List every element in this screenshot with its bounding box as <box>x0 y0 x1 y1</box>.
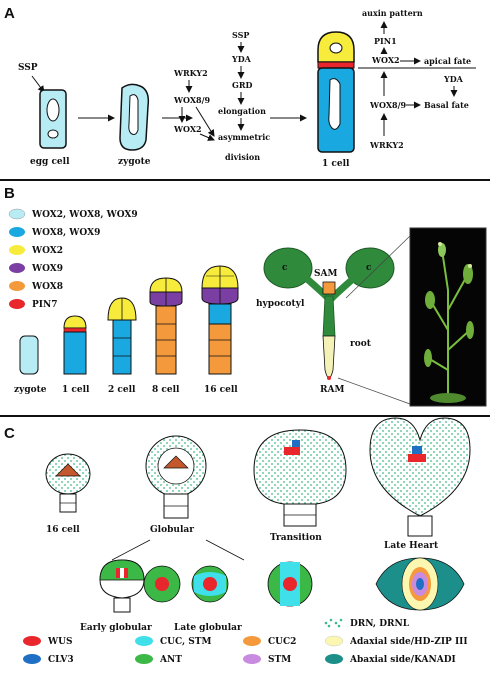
right-auxin-pattern: auxin pattern <box>362 8 423 18</box>
legend-b-label-3: WOX9 <box>31 264 63 274</box>
egg-cell-label: egg cell <box>30 157 70 167</box>
zygote-a <box>119 83 150 151</box>
embryo-c-late-heart <box>369 417 471 537</box>
transition-schematic <box>267 561 313 607</box>
sub-stage-0: Early globular <box>80 623 152 633</box>
embryo-c-16cell <box>45 453 91 513</box>
right-wox89: WOX8/9 <box>369 100 407 110</box>
legend-b-label-4: WOX8 <box>31 282 63 292</box>
legend-b-label-1: WOX8, WOX9 <box>31 228 100 238</box>
stage-c-1: Globular <box>150 525 194 535</box>
mid-division: division <box>225 152 260 162</box>
legend-c-label-5: ANT <box>159 655 182 665</box>
legend-c-label-2: CUC2 <box>268 637 296 647</box>
embryo-c-transition <box>253 429 347 527</box>
stage-b-3: 8 cell <box>152 385 180 395</box>
mid-wrky2: WRKY2 <box>173 68 208 78</box>
late-heart-schematic <box>375 557 465 611</box>
embryo-1cell <box>63 315 87 375</box>
mid-wox2: WOX2 <box>173 124 202 134</box>
sub-stage-1: Late globular <box>174 623 242 633</box>
legend-c-swatch-1 <box>135 636 153 646</box>
embryo-2cell <box>107 297 137 375</box>
early-globular-schematic <box>99 559 145 613</box>
stage-c-2: Transition <box>270 533 322 543</box>
late-globular-schematic <box>143 565 229 603</box>
mid-elongation: elongation <box>218 106 266 116</box>
legend-c-label-1: CUC, STM <box>160 637 211 647</box>
plant-photo <box>409 227 487 407</box>
legend-c-swatch-0 <box>23 636 41 646</box>
legend-c-swatch-5 <box>135 654 153 664</box>
stage-c-3: Late Heart <box>384 541 439 551</box>
legend-c-swatch-3 <box>324 618 343 628</box>
legend-c-swatch-2 <box>243 636 261 646</box>
ssp-left-label: SSP <box>18 63 38 73</box>
legend-c-label-8: Abaxial side/KANADI <box>349 655 456 665</box>
legend-b-label-2: WOX2 <box>31 246 63 256</box>
legend-c-label-0: WUS <box>47 637 72 647</box>
seedling-sam: SAM <box>314 269 337 279</box>
legend-c-swatch-7 <box>324 635 344 647</box>
stage-b-2: 2 cell <box>108 385 136 395</box>
legend-b-swatch-2 <box>9 245 25 255</box>
stage-c-0: 16 cell <box>46 525 80 535</box>
right-yda: YDA <box>443 74 464 84</box>
legend-b-swatch-3 <box>9 263 25 273</box>
one-cell-a <box>317 31 355 153</box>
legend-b-swatch-0 <box>8 208 26 220</box>
embryo-c-globular <box>145 435 207 519</box>
panel-a-label: A <box>4 5 15 22</box>
legend-b-label-5: PIN7 <box>32 300 57 310</box>
right-apical-fate: apical fate <box>424 56 471 66</box>
seedling-c-right: c <box>366 263 372 273</box>
stage-b-0: zygote <box>14 385 47 395</box>
right-pin1: PIN1 <box>374 36 397 46</box>
mid-ssp: SSP <box>232 30 249 40</box>
seedling-ram: RAM <box>320 385 344 395</box>
legend-b: WOX2, WOX8, WOX9 WOX8, WOX9 WOX2 WOX9 WO… <box>8 208 138 310</box>
legend-b-swatch-1 <box>9 227 25 237</box>
one-cell-a-label: 1 cell <box>322 159 350 169</box>
panel-c-label: C <box>4 425 15 442</box>
stage-b-4: 16 cell <box>204 385 238 395</box>
seedling-root: root <box>350 339 372 349</box>
embryo-16cell <box>201 265 239 375</box>
mid-wox89: WOX8/9 <box>173 95 211 105</box>
seedling-hypocotyl: hypocotyl <box>256 299 305 309</box>
legend-c-swatch-4 <box>23 654 41 664</box>
embryo-zygote <box>19 335 39 375</box>
embryo-8cell <box>149 277 183 375</box>
legend-c: WUS CLV3 CUC, STM ANT CUC2 STM DRN, DRNL… <box>23 618 468 665</box>
right-wox2: WOX2 <box>371 55 400 65</box>
legend-b-swatch-5 <box>9 299 25 309</box>
mid-asymmetric: asymmetric <box>218 132 270 142</box>
right-wrky2: WRKY2 <box>369 140 404 150</box>
mid-grd: GRD <box>232 80 252 90</box>
legend-c-label-6: STM <box>268 655 291 665</box>
zygote-a-label: zygote <box>118 157 151 167</box>
mid-yda: YDA <box>231 54 252 64</box>
seedling-c-left: c <box>282 263 288 273</box>
legend-b-swatch-4 <box>9 281 25 291</box>
egg-cell <box>39 89 67 149</box>
legend-c-swatch-8 <box>325 654 343 664</box>
legend-b-label-0: WOX2, WOX8, WOX9 <box>31 210 138 220</box>
legend-c-swatch-6 <box>243 654 261 664</box>
right-basal-fate: Basal fate <box>424 100 469 110</box>
legend-c-label-3: DRN, DRNL <box>350 619 410 629</box>
stage-b-1: 1 cell <box>62 385 90 395</box>
panel-b-label: B <box>4 185 15 202</box>
ssp-arrow <box>31 75 45 93</box>
seedling <box>263 247 395 380</box>
legend-c-label-4: CLV3 <box>48 655 74 665</box>
legend-c-label-7: Adaxial side/HD-ZIP III <box>349 637 468 647</box>
